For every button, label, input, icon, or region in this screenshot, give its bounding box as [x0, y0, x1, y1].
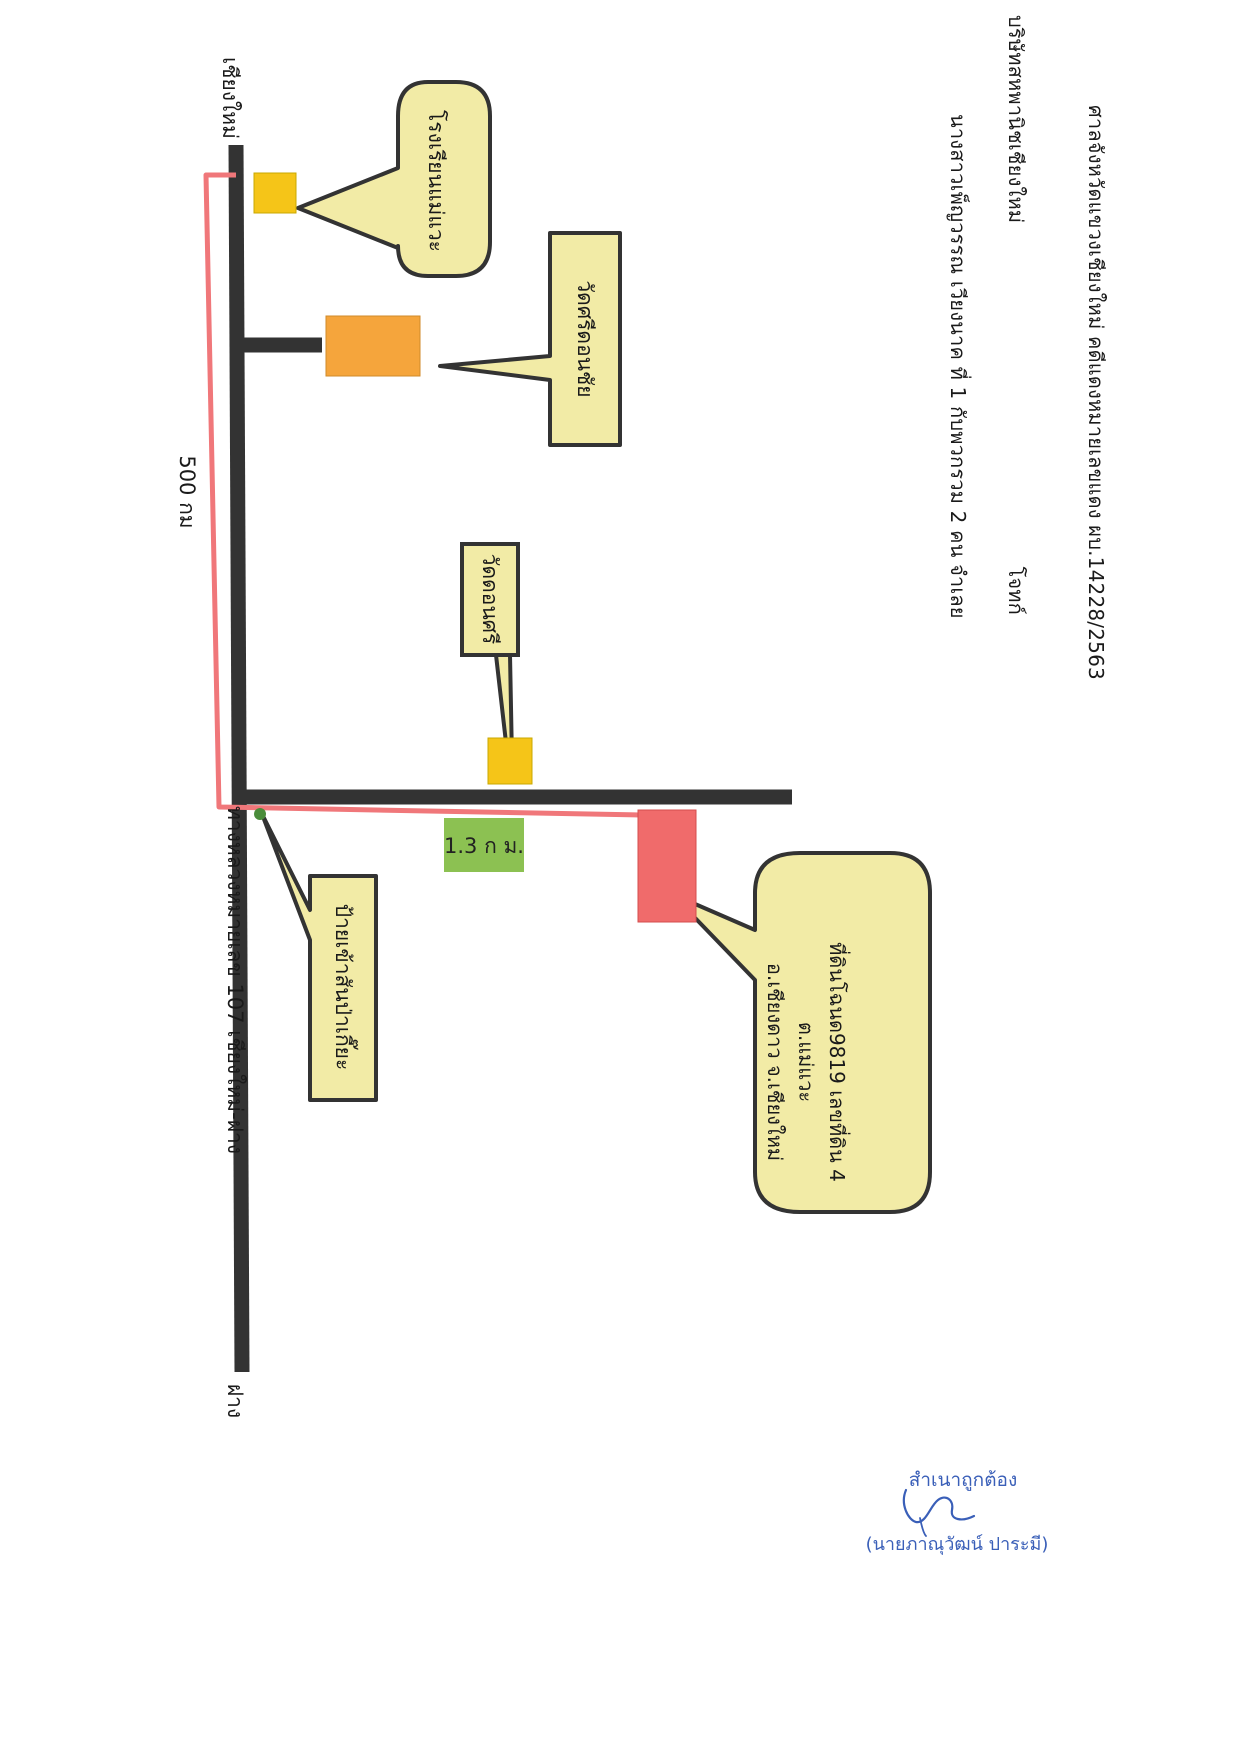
highway-107-road [228, 144, 250, 1373]
road-end-north-text: เชียงใหม่ [218, 57, 243, 139]
highway-label: ทางหลวงหมายเลข 107 เชียงใหม่-ฝาง [221, 790, 249, 1170]
distance-branch-label: 1.3 ก ม. [444, 830, 524, 863]
callout-land-label: ที่ดินโฉนด9819 เลขที่ดิน 4 ต.แม่แวะ อ.เช… [751, 937, 861, 1187]
header-line-1-text: ศาลจังหวัดแขวงเชียงใหม่ คดีแดงหมายเลขแดง… [1084, 105, 1108, 680]
callout-temple-don-sri-bubble [460, 542, 520, 657]
school-marker [253, 172, 297, 214]
distance-main-text: 500 กม [175, 455, 200, 529]
callout-school-bubble [296, 80, 492, 278]
certification-stamp: สำเนาถูกต้อง [898, 1465, 1028, 1495]
land-line-1: ที่ดินโฉนด9819 เลขที่ดิน 4 [825, 942, 850, 1182]
land-plot-marker [637, 809, 697, 923]
header-plaintiff-role: โจทก์ [1004, 566, 1028, 615]
callout-school-text: โรงเรียนแม่แวะ [424, 110, 449, 252]
callout-bus-stop-text: ป้ายเข้าสันป่าเกี๊ยะ [331, 903, 356, 1071]
temple-sri-don-chai-marker [325, 315, 421, 377]
header-line-3: นางสาวเพ็ญวรรณ เวียงนาค ที่ 1 กับพวกรวม … [943, 114, 973, 694]
road-end-south-label: ฝาง [222, 1376, 248, 1426]
header-plaintiff-name: บริษัทสหพานิชเชียงใหม่ [1004, 15, 1028, 224]
callout-bus-stop-bubble [260, 812, 378, 1102]
land-line-3: อ.เชียงดาว จ.เชียงใหม่ [763, 962, 788, 1162]
callout-temple-don-sri-label: วัดดอนศรี [475, 549, 505, 649]
land-line-2: ต.แม่แวะ [794, 1021, 819, 1103]
route-path [203, 172, 641, 818]
callout-land-bubble [670, 851, 932, 1214]
callout-bus-stop-label: ป้ายเข้าสันป่าเกี๊ยะ [328, 897, 358, 1077]
callout-temple-sri-don-chai-label: วัดศรีดอนชัย [570, 274, 600, 404]
signature-mark [902, 1488, 976, 1537]
highway-label-text: ทางหลวงหมายเลข 107 เชียงใหม่-ฝาง [223, 805, 248, 1155]
distance-branch-text: 1.3 ก ม. [444, 834, 524, 858]
road-end-south-text: ฝาง [223, 1383, 248, 1419]
temple-don-sri-marker [487, 737, 533, 785]
distance-branch-box [444, 818, 524, 872]
certification-name: (นายภาณุวัฒน์ ปาระมี) [852, 1529, 1062, 1558]
certification-name-text: (นายภาณุวัฒน์ ปาระมี) [865, 1534, 1049, 1555]
callout-land-text: ที่ดินโฉนด9819 เลขที่ดิน 4 ต.แม่แวะ อ.เช… [760, 942, 853, 1182]
junction-dot [254, 808, 266, 820]
callout-temple-sri-don-chai-bubble [438, 231, 622, 447]
road-end-north-label: เชียงใหม่ [216, 48, 244, 148]
callout-temple-sri-don-chai-text: วัดศรีดอนชัย [573, 280, 598, 398]
callout-temple-don-sri-text: วัดดอนศรี [478, 553, 503, 645]
header-line-1: ศาลจังหวัดแขวงเชียงใหม่ คดีแดงหมายเลขแดง… [1081, 105, 1111, 745]
callout-school-label: โรงเรียนแม่แวะ [421, 101, 451, 261]
header-line-3-text: นางสาวเพ็ญวรรณ เวียงนาค ที่ 1 กับพวกรวม … [946, 114, 970, 619]
distance-main-label: 500 กม [174, 447, 200, 537]
header-line-2: บริษัทสหพานิชเชียงใหม่ โจทก์ [1001, 15, 1031, 615]
certification-stamp-text: สำเนาถูกต้อง [908, 1469, 1018, 1491]
